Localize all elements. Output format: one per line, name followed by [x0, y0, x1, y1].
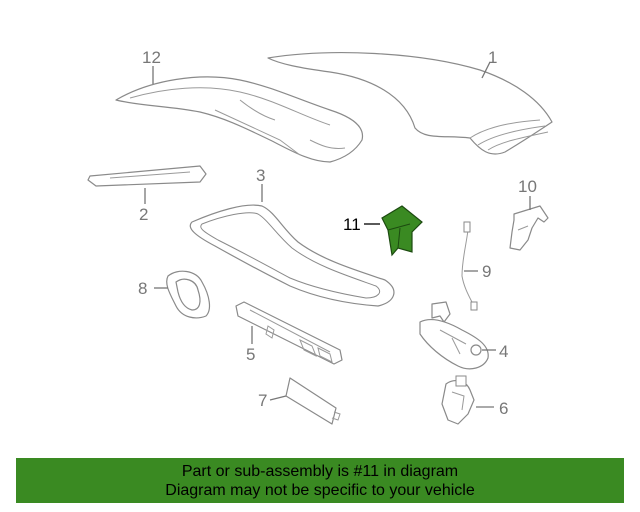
- callout-5: 5: [246, 345, 255, 364]
- part-9-cable: [461, 221, 478, 311]
- callout-9: 9: [482, 262, 491, 281]
- callout-4: 4: [499, 342, 508, 361]
- callout-3: 3: [256, 166, 265, 185]
- callout-6: 6: [499, 399, 508, 418]
- part-6-actuator: [441, 375, 475, 425]
- callout-7: 7: [258, 391, 267, 410]
- callout-10: 10: [518, 177, 537, 196]
- part-11-bracket-highlighted: [381, 205, 423, 257]
- part-7-panel: [285, 377, 341, 425]
- callout-11: 11: [343, 215, 361, 234]
- callout-1: 1: [488, 48, 497, 67]
- part-1-trunk-lid: [267, 52, 553, 155]
- part-3-weatherstrip: [189, 204, 395, 307]
- highlight-fill: [381, 205, 423, 257]
- part-8-bezel: [166, 270, 211, 319]
- part-12-lid-panel: [115, 76, 364, 163]
- part-5-handle: [235, 301, 343, 365]
- info-banner: Part or sub-assembly is #11 in diagram D…: [16, 458, 624, 503]
- part-4-latch: [419, 301, 489, 370]
- callout-2: 2: [139, 205, 148, 224]
- callout-8: 8: [138, 279, 147, 298]
- part-10-bracket: [509, 205, 549, 251]
- parts-diagram: 12 1 2 3 10 11 9 8 4 5 7 6: [87, 48, 553, 425]
- banner-line-part: Part or sub-assembly is #11 in diagram: [181, 463, 459, 480]
- part-2-trim-strip: [87, 165, 207, 187]
- leader-lines: [144, 61, 531, 408]
- banner-line-disclaimer: Diagram may not be specific to your vehi…: [165, 482, 475, 499]
- callout-12: 12: [142, 48, 161, 67]
